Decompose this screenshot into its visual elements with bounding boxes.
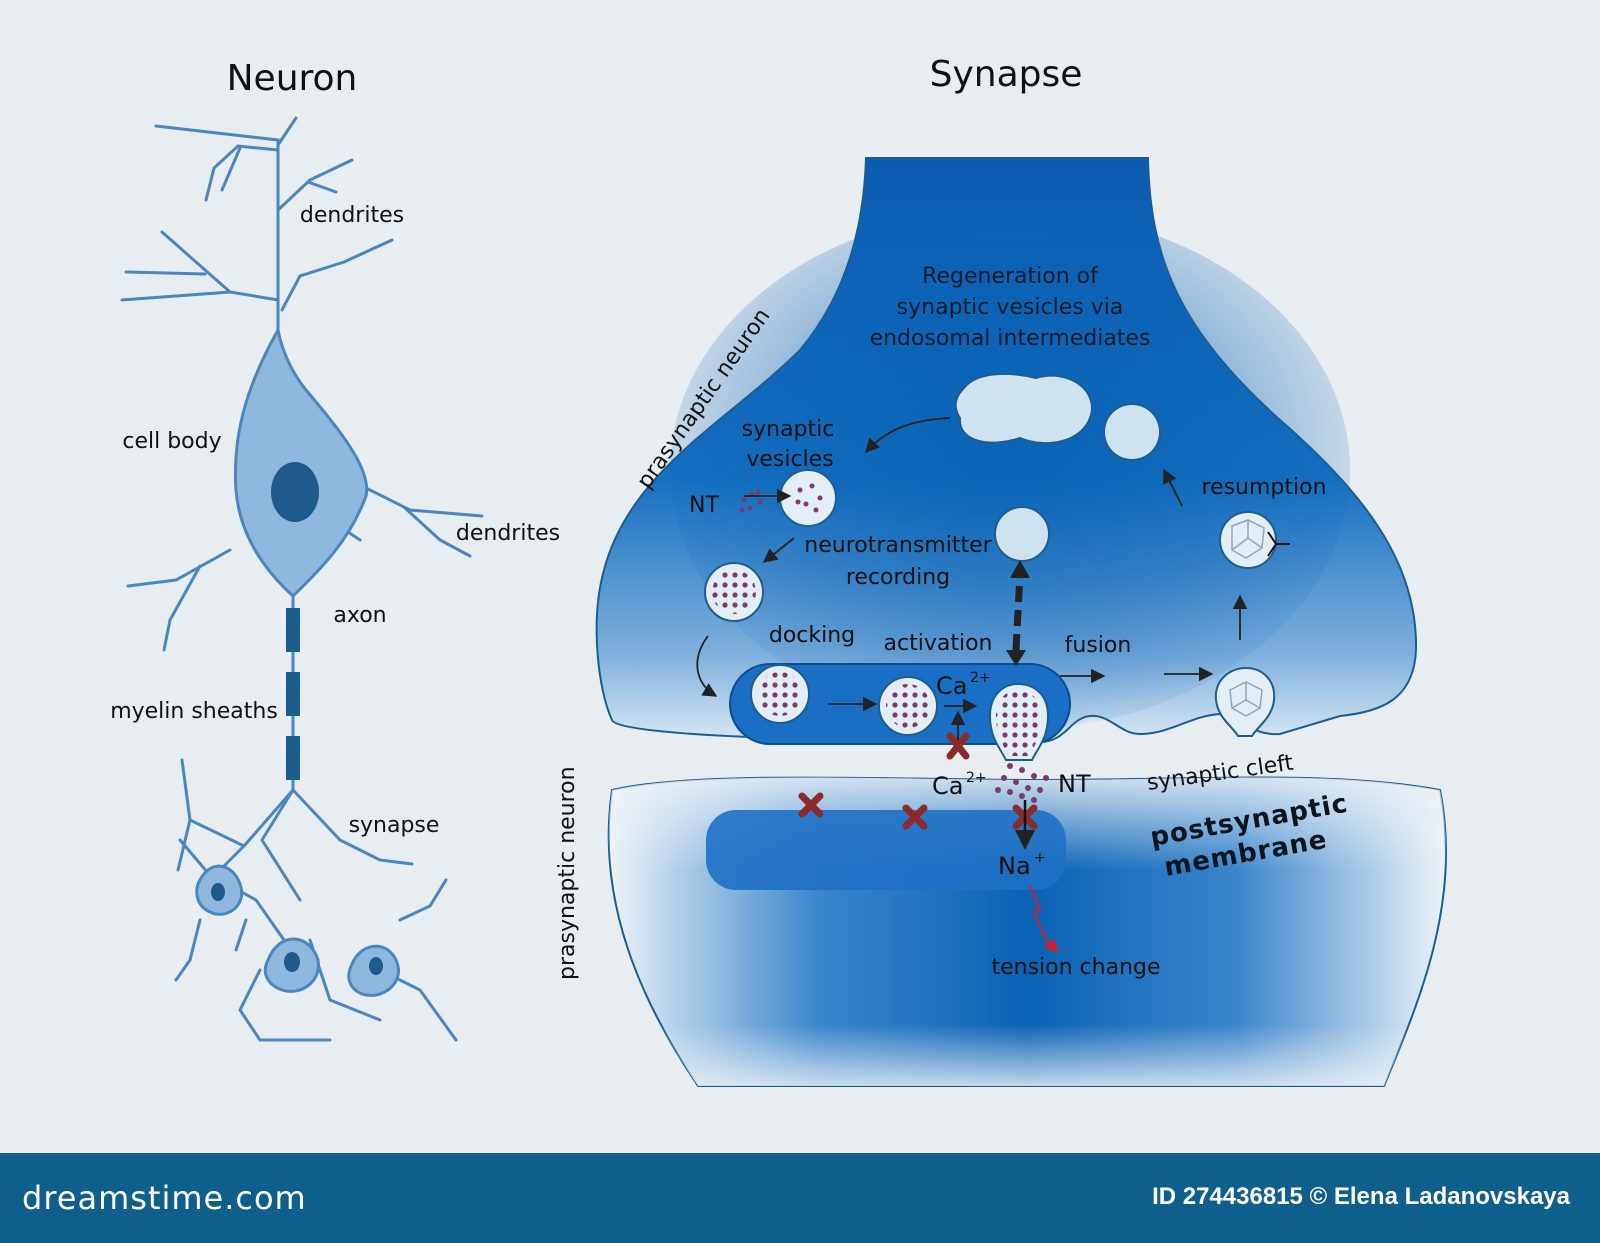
label-ca-top: Ca <box>936 672 967 700</box>
label-ca-top-sup: 2+ <box>970 670 991 686</box>
tension-arrow <box>1029 885 1059 953</box>
docked-vesicle-content <box>758 672 802 716</box>
footer-brand[interactable]: dreamstime.com <box>22 1179 307 1217</box>
recycling-arrowhead-up <box>1010 560 1030 578</box>
target-nucleus-1 <box>211 883 225 901</box>
label-dendrites-top: dendrites <box>300 203 404 228</box>
label-dendrites-right: dendrites <box>456 521 560 546</box>
footer-bar: dreamstime.com ID 274436815 © Elena Lada… <box>0 1153 1600 1243</box>
label-tension-change: tension change <box>991 955 1160 980</box>
nucleus-shape <box>271 462 319 522</box>
recycling-arrowhead-down <box>1006 650 1026 666</box>
recycled-vesicle-center <box>994 506 1050 562</box>
target-nucleus-2 <box>284 952 300 972</box>
presynaptic-glow <box>670 210 1350 730</box>
label-regeneration-2: synaptic vesicles via <box>897 295 1124 320</box>
footer-credit: ID 274436815 © Elena Ladanovskaya <box>1152 1183 1570 1210</box>
label-ca-bottom: Ca <box>932 772 963 800</box>
label-synapse: synapse <box>349 813 440 838</box>
recycled-vesicle-right <box>1103 403 1161 461</box>
label-docking: docking <box>769 623 855 648</box>
label-nt-right: NT <box>1058 770 1091 798</box>
synaptic-vesicle <box>779 469 837 527</box>
label-axon: axon <box>333 603 386 628</box>
synapse-title: Synapse <box>930 54 1083 95</box>
label-cell-body: cell body <box>122 429 221 454</box>
label-na-sup: + <box>1034 850 1046 866</box>
activated-vesicle-content <box>886 684 930 728</box>
myelin-sheath-3 <box>286 736 300 780</box>
process-arrows <box>696 417 1248 714</box>
label-postsynaptic-side: prasynaptic neuron <box>555 766 580 980</box>
label-neurotransmitter-recording-2: recording <box>846 565 950 590</box>
neuron-title: Neuron <box>227 58 358 99</box>
clathrin-triskelion <box>1267 531 1290 557</box>
myelin-sheath-1 <box>286 608 300 652</box>
label-synaptic-vesicles-2: vesicles <box>746 447 833 472</box>
myelin-sheath-2 <box>286 672 300 716</box>
label-activation: activation <box>884 631 993 656</box>
fused-vesicle <box>1214 666 1276 737</box>
label-regeneration-3: endosomal intermediates <box>870 326 1151 351</box>
label-fusion: fusion <box>1065 633 1132 658</box>
diagram-canvas: Neuron <box>110 54 1447 1087</box>
recycling-dashed-arrow <box>1012 573 1024 651</box>
target-neurons <box>195 864 400 997</box>
clathrin-lattice <box>1229 519 1265 717</box>
label-resumption: resumption <box>1201 475 1326 500</box>
label-ca-bottom-sup: 2+ <box>966 770 987 786</box>
released-nt-dots <box>995 763 1049 803</box>
label-myelin-sheaths: myelin sheaths <box>110 699 278 724</box>
target-nucleus-3 <box>369 957 383 975</box>
label-synaptic-vesicles-1: synaptic <box>742 417 835 442</box>
nt-free-dots <box>739 489 763 513</box>
receptor-band <box>706 810 1066 890</box>
filled-vesicle-1-content <box>712 570 756 614</box>
endosome <box>954 373 1093 445</box>
vesicle-dots-sparse <box>795 483 823 513</box>
calcium-channel-x <box>946 732 970 760</box>
label-nt-left: NT <box>689 493 719 518</box>
label-na: Na <box>998 852 1031 880</box>
label-neurotransmitter-recording-1: neurotransmitter <box>804 533 992 558</box>
label-regeneration-1: Regeneration of <box>922 264 1099 289</box>
fusing-vesicle-content <box>996 690 1042 756</box>
